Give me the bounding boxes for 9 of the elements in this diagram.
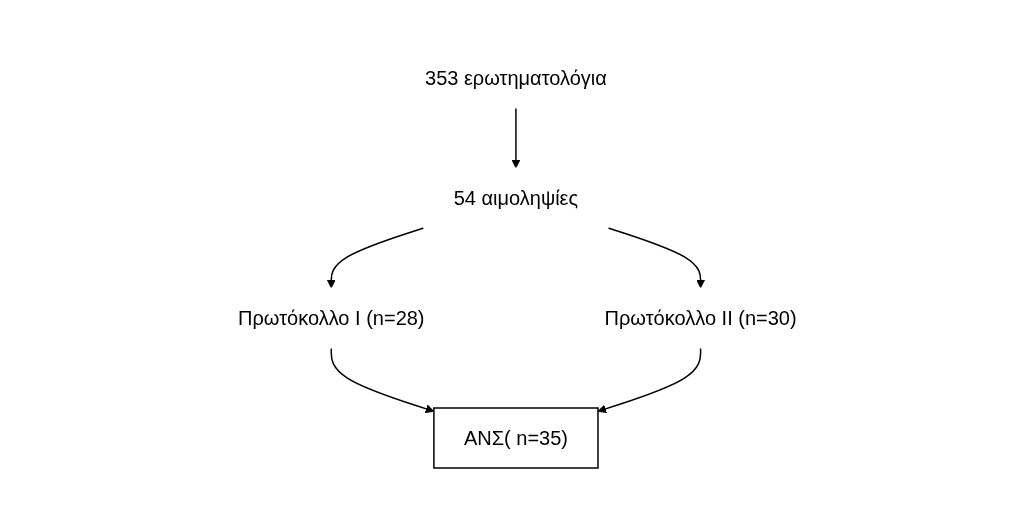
arrow xyxy=(330,346,435,413)
arrow xyxy=(607,226,706,288)
node-text: 54 αιμοληψίες xyxy=(453,186,579,209)
node-box: ΑΝΣ( n=35) xyxy=(433,406,599,469)
node-text: 353 ερωτηματολόγια xyxy=(425,66,608,89)
arrow xyxy=(327,226,425,288)
node-text: Πρωτόκολλο ΙΙ (n=30) xyxy=(604,306,797,329)
node-text: Πρωτόκολλο Ι (n=28) xyxy=(238,306,425,329)
arrow xyxy=(511,106,521,168)
